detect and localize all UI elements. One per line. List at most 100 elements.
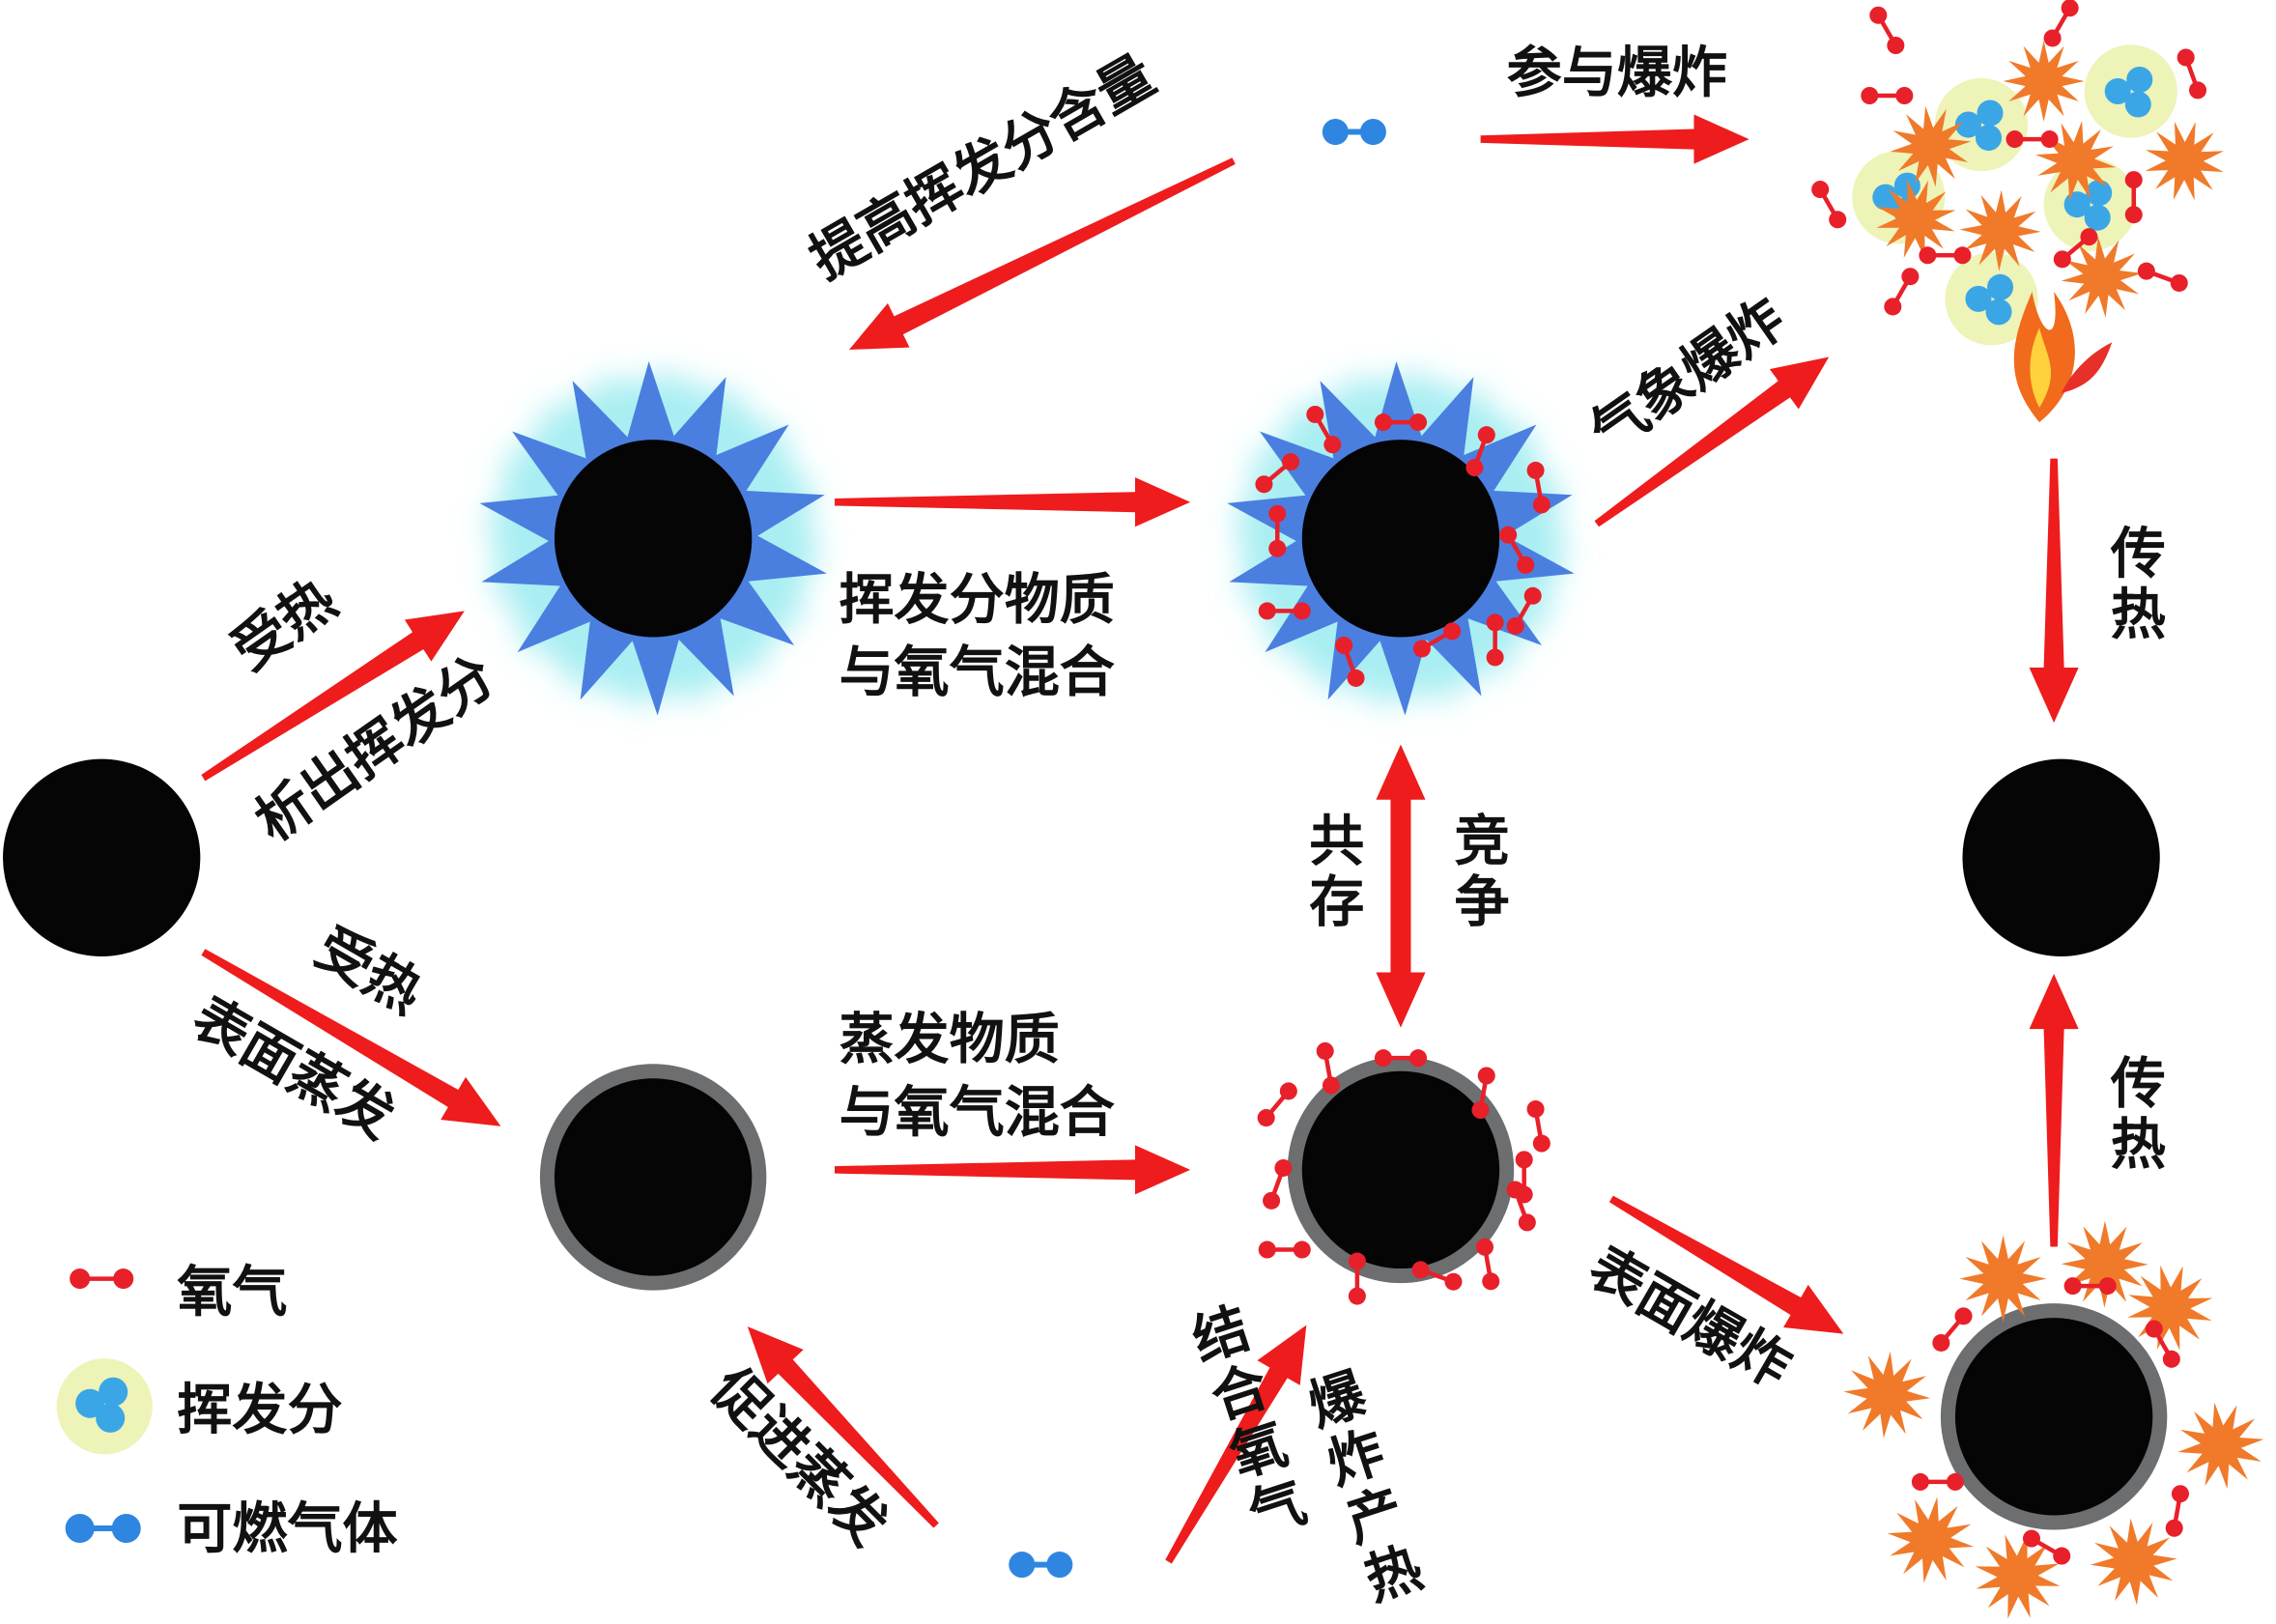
oxygen-atom	[2063, 1277, 2082, 1296]
oxygen-atom	[1884, 298, 1902, 316]
oxygen-atom	[1869, 6, 1888, 24]
combustible-gas-top	[1322, 119, 1386, 146]
label-heat-transfer-top: 传热	[2101, 524, 2167, 645]
volatile-dot	[1965, 285, 1992, 312]
volatile-icon	[2043, 157, 2137, 251]
oxygen-atom	[1258, 602, 1276, 620]
oxygen-molecule-icon	[1911, 1472, 1964, 1491]
combustible-gas-bottom	[1009, 1552, 1073, 1579]
oxygen-molecule-icon	[1475, 1238, 1500, 1291]
oxygen-atom	[1268, 539, 1287, 557]
explosion-burst-icon	[1887, 1496, 1975, 1583]
oxygen-molecule-icon	[1932, 1307, 1973, 1352]
legend-label-volatile: 挥发分	[177, 1377, 342, 1441]
gas-atom	[1322, 119, 1349, 146]
volatile-dot	[1986, 273, 2014, 300]
oxygen-molecule-icon	[1861, 86, 1914, 105]
oxygen-molecule-icon	[1335, 637, 1365, 687]
oxygen-atom	[1374, 1049, 1392, 1068]
oxygen-atom	[1953, 246, 1972, 265]
label-compete: 竞争	[1445, 812, 1510, 933]
explosion-burst-icon	[1959, 1235, 2047, 1323]
volatile-dot	[1872, 184, 1899, 211]
oxygen-atom	[1408, 413, 1428, 432]
oxygen-atom	[1443, 622, 1462, 641]
explosion-burst-icon	[2003, 40, 2085, 123]
gas-atom	[1359, 119, 1386, 146]
oxygen-atom	[1499, 526, 1518, 544]
oxygen-molecule-icon	[1258, 602, 1311, 620]
explosion-burst-icon	[1876, 179, 1956, 259]
explosion-burst-icon	[2145, 121, 2225, 201]
particle-core	[1301, 1070, 1500, 1269]
oxygen-atom	[2162, 1350, 2180, 1368]
oxygen-atom	[1293, 1240, 1311, 1259]
volatile-dot	[2084, 204, 2111, 231]
particle-core	[554, 1078, 753, 1276]
oxygen-atom	[1323, 436, 1342, 454]
oxygen-molecule-icon	[1499, 526, 1535, 574]
oxygen-atom	[1932, 1333, 1950, 1352]
oxygen-molecule-icon	[1919, 246, 1972, 265]
label-raise-volatile: 提高挥发分含量	[799, 43, 1166, 292]
label-volatile-mix-2: 与氧气混合	[839, 640, 1114, 704]
oxygen-molecule-icon	[2137, 262, 2188, 292]
oxygen-atom	[1477, 426, 1495, 444]
oxygen-molecule-icon	[2165, 1485, 2189, 1537]
oxygen-atom	[1258, 1240, 1276, 1259]
oxygen-atom	[1408, 1049, 1428, 1068]
oxygen-molecule-icon	[2063, 1277, 2117, 1296]
oxygen-atom	[1348, 1287, 1366, 1305]
explosion-burst-icon	[1843, 1351, 1931, 1439]
oxygen-atom	[2080, 228, 2098, 246]
oxygen-atom	[2022, 1529, 2040, 1548]
arrow-evap-mix	[834, 1145, 1191, 1195]
label-heated-top: 受热	[220, 567, 348, 683]
oxygen-molecule-icon	[2124, 171, 2143, 224]
evap-oxygen-mix-particle	[1257, 1041, 1551, 1305]
gas-atom	[1009, 1552, 1036, 1579]
oxygen-atom	[1911, 1472, 1929, 1491]
volatile-dot	[2104, 77, 2131, 105]
oxygen-molecule-icon	[1471, 1067, 1495, 1120]
label-volatile-mix-1: 挥发分物质	[839, 567, 1114, 632]
label-heat-transfer-bottom: 传热	[2101, 1054, 2167, 1176]
oxygen-atom	[2137, 262, 2155, 280]
label-join-explosion: 参与爆炸	[1507, 40, 1727, 104]
explosion-burst-icon	[2061, 1220, 2148, 1308]
oxygen-atom	[1517, 556, 1535, 574]
oxygen-atom	[2171, 1485, 2189, 1503]
oxygen-atom	[1412, 640, 1431, 658]
diagram-graphics	[3, 0, 2264, 1619]
oxygen-atom	[1811, 181, 1830, 199]
oxygen-atom	[1861, 86, 1879, 105]
arrow-surface-evaporation	[201, 949, 501, 1126]
oxygen-atom	[1274, 1158, 1293, 1177]
volatile-dot	[2086, 180, 2113, 207]
volatile-dot	[1954, 111, 1981, 138]
legend-combustible-gas-icon	[65, 1513, 141, 1544]
oxygen-molecule-icon	[1526, 461, 1551, 514]
oxygen-molecule-icon	[1884, 268, 1920, 316]
oxygen-atom	[1482, 1272, 1500, 1291]
legend-oxygen-icon	[70, 1268, 134, 1290]
arrow-volatile-mix	[834, 477, 1191, 527]
oxygen-molecule-icon	[1374, 1049, 1428, 1068]
oxygen-atom	[1348, 1252, 1366, 1270]
oxygen-molecule-icon	[1263, 1158, 1293, 1210]
oxygen-atom	[2124, 171, 2143, 189]
surface-explosion-particle	[1843, 1220, 2264, 1619]
arrow-surface-explosion	[1608, 1195, 1844, 1334]
oxygen-molecule-icon	[1306, 405, 1342, 454]
oxygen-atom	[1901, 268, 1920, 286]
legend: 氧气 挥发分 可燃气体	[56, 1260, 399, 1561]
oxygen-atom	[1515, 1151, 1533, 1169]
oxygen-atom	[1895, 86, 1914, 105]
oxygen-atom	[1515, 1185, 1533, 1204]
oxygen-atom	[1471, 1100, 1490, 1120]
oxygen-atom	[1532, 496, 1551, 514]
oxygen-molecule-icon	[2145, 1320, 2180, 1368]
oxygen-atom	[1919, 246, 1937, 265]
arrow-promote-evaporation	[747, 1326, 939, 1528]
